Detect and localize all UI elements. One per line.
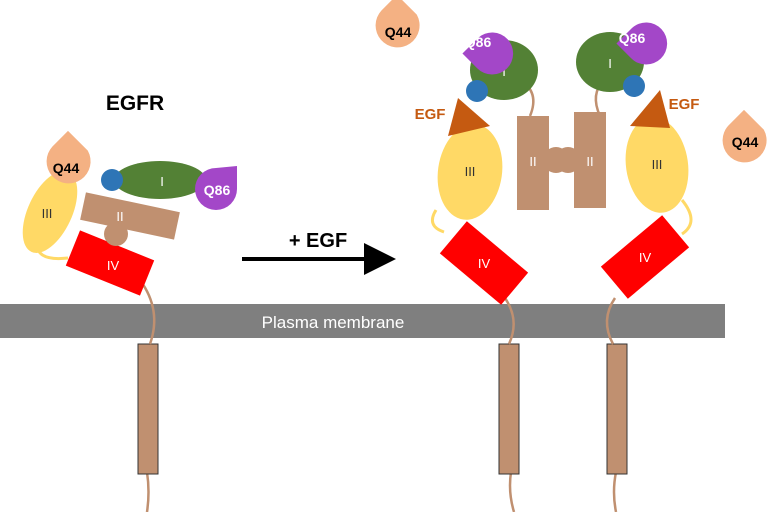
q86-label: Q86 xyxy=(619,30,646,46)
domain-iii-label: III xyxy=(465,164,476,179)
transmembrane-segment xyxy=(498,343,520,475)
transmembrane-segment xyxy=(137,343,159,475)
binding-site-dot xyxy=(101,169,123,191)
domain-iii xyxy=(625,117,689,213)
domain-ii-knob xyxy=(104,222,128,246)
q86-antibody xyxy=(616,22,668,65)
domain-iii-label: III xyxy=(42,206,53,221)
transmembrane-segment xyxy=(606,343,628,475)
domain-iv xyxy=(65,230,155,296)
arrow-label: + EGF xyxy=(289,230,347,252)
domain-i-label: I xyxy=(502,64,506,79)
juxtamembrane-linker xyxy=(605,297,617,345)
q44-antibody xyxy=(46,130,91,184)
cytoplasmic-tail xyxy=(508,471,516,513)
domain-i xyxy=(114,161,206,199)
domain-iv-label: IV xyxy=(639,250,652,265)
domain-iii xyxy=(437,124,503,220)
q44-label: Q44 xyxy=(53,160,80,176)
domain-iv-label: IV xyxy=(478,256,491,271)
q44-free-top xyxy=(375,0,420,48)
domain-linker xyxy=(680,199,693,236)
cytoplasmic-tail xyxy=(145,471,150,513)
domain-iii xyxy=(22,171,78,253)
domain-ii-label: II xyxy=(529,154,536,169)
domain-ii xyxy=(80,192,180,240)
domain-iv-label: IV xyxy=(107,258,120,273)
domain-i-label: I xyxy=(160,174,164,189)
q86-label: Q86 xyxy=(465,34,492,50)
juxtamembrane-linker xyxy=(503,297,515,345)
egf-label: EGF xyxy=(415,106,446,123)
domain-iii-label: III xyxy=(652,157,663,172)
egfr-dimer-left: III IV II I EGF Q86 xyxy=(415,32,569,513)
domain-ii-label: II xyxy=(586,154,593,169)
q86-antibody xyxy=(195,166,237,210)
domain-iv xyxy=(439,221,529,305)
q44-free-right xyxy=(722,109,767,163)
egf-ligand xyxy=(448,98,490,136)
binding-site-dot xyxy=(623,75,645,97)
egf-label: EGF xyxy=(669,96,700,113)
domain-i-label: I xyxy=(608,56,612,71)
domain-linker xyxy=(430,209,445,234)
egfr-dimer-right: III IV II I EGF Q86 xyxy=(555,22,700,513)
egfr-title: EGFR xyxy=(106,92,164,115)
domain-ii-label: II xyxy=(116,209,123,224)
cytoplasmic-tail xyxy=(612,471,618,513)
egfr-monomer-inactive: III IV II I Q44 Q86 xyxy=(22,130,237,513)
plasma-membrane xyxy=(0,304,725,338)
domain-iv xyxy=(600,215,690,299)
q86-label: Q86 xyxy=(204,182,231,198)
binding-site-dot xyxy=(466,80,488,102)
q44-free-top-label: Q44 xyxy=(385,24,412,40)
egf-ligand xyxy=(630,90,670,128)
q44-free-right-label: Q44 xyxy=(732,134,759,150)
domain-ii-knob xyxy=(555,147,581,173)
membrane-label: Plasma membrane xyxy=(262,313,405,332)
q86-antibody xyxy=(462,32,514,75)
